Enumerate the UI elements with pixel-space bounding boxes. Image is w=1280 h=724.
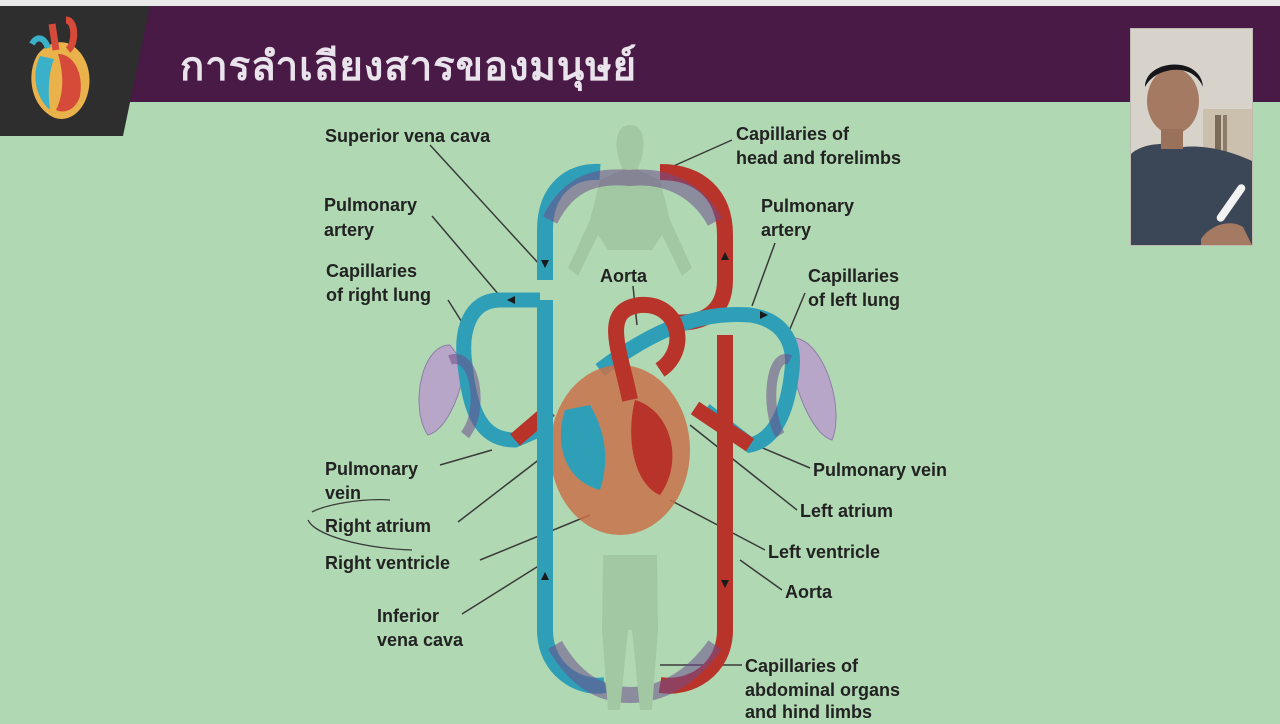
label-capillaries-right-lung-line2: of right lung (326, 285, 431, 305)
header-bar (0, 6, 1280, 102)
label-capillaries-right-lung-line1: Capillaries (326, 261, 418, 281)
label-left-ventricle: Left ventricle (768, 542, 881, 562)
flow-arrows (507, 252, 768, 588)
label-inferior-vena-cava-line1: Inferior (377, 606, 440, 626)
label-right-ventricle: Right ventricle (325, 553, 451, 573)
lower-body-silhouette (602, 555, 658, 710)
label-left-atrium: Left atrium (800, 501, 894, 521)
label-capillaries-left-lung-line1: Capillaries (808, 266, 900, 286)
presenter-video-icon (1131, 29, 1252, 245)
label-right-atrium: Right atrium (325, 516, 431, 536)
label-pulmonary-artery-right-line2: artery (761, 220, 812, 240)
label-capillaries-abdominal-line2: abdominal organs (745, 680, 901, 700)
left-lung (791, 337, 837, 441)
label-capillaries-abdominal-line1: Capillaries of (745, 656, 859, 676)
heart-logo-icon (29, 16, 90, 119)
label-superior-vena-cava: Superior vena cava (325, 126, 491, 146)
slide-title: การลำเลียงสารของมนุษย์ (180, 44, 638, 90)
top-edge (0, 0, 1280, 6)
label-capillaries-left-lung-line2: of left lung (808, 290, 900, 310)
label-pulmonary-vein-left-line2: vein (325, 483, 362, 503)
logo-box (0, 6, 150, 136)
label-pulmonary-vein-left-line1: Pulmonary (325, 459, 419, 479)
label-pulmonary-vein-right: Pulmonary vein (813, 460, 948, 480)
label-capillaries-head-line1: Capillaries of (736, 124, 850, 144)
upper-body-silhouette (568, 125, 692, 276)
handwritten-annotation (307, 499, 413, 551)
circulation-diagram (418, 125, 837, 710)
label-aorta-top: Aorta (600, 266, 648, 286)
label-capillaries-abdominal-line3: and hind limbs (745, 702, 873, 722)
label-pulmonary-artery-left-line2: artery (324, 220, 375, 240)
label-inferior-vena-cava-line2: vena cava (377, 630, 464, 650)
label-pulmonary-artery-right-line1: Pulmonary (761, 196, 855, 216)
label-capillaries-head-line2: head and forelimbs (736, 148, 902, 168)
label-aorta-bottom: Aorta (785, 582, 833, 602)
webcam-overlay (1130, 28, 1253, 246)
right-lung (418, 344, 466, 436)
label-pulmonary-artery-left-line1: Pulmonary (324, 195, 418, 215)
